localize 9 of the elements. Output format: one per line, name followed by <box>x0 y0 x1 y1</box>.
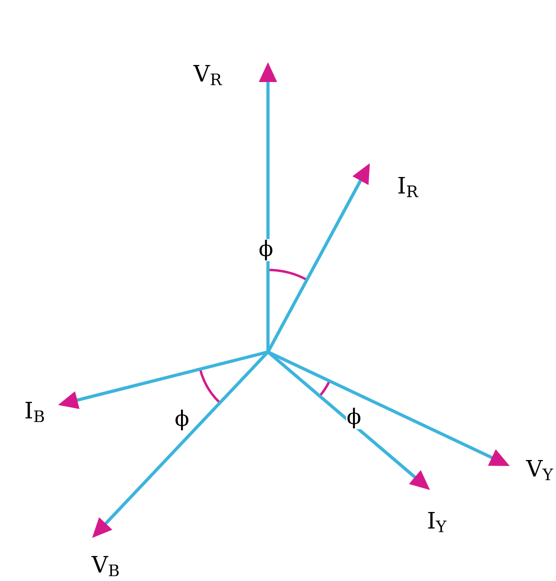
phasor-label: V$_{R}$ <box>193 64 222 86</box>
phasor-label: I$_{Y}$ <box>428 512 447 532</box>
phasor-label: V$_{B}$ <box>91 556 119 576</box>
phasor-label: I$_{B}$ <box>26 402 44 422</box>
angle-label: ϕ <box>174 408 190 431</box>
phasor-label: I$_{R}$ <box>398 176 418 198</box>
angle-label: ϕ <box>346 407 362 430</box>
phasor-label: V$_{Y}$ <box>526 460 554 480</box>
angle-label: ϕ <box>258 239 274 262</box>
